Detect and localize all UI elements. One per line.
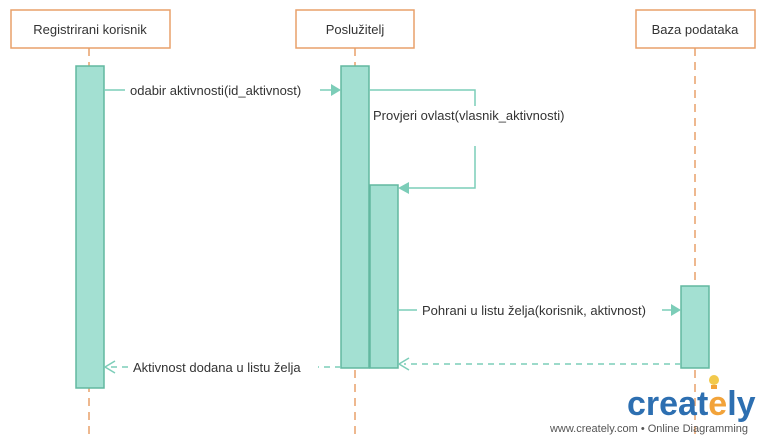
arrowhead-icon bbox=[331, 84, 341, 96]
return-message-aktivnost-dodana[interactable]: Aktivnost dodana u listu želja bbox=[103, 360, 341, 375]
message-provjeri-ovlast[interactable]: Provjeri ovlast(vlasnik_aktivnosti) bbox=[369, 89, 564, 194]
message-label: Pohrani u listu želja(korisnik, aktivnos… bbox=[422, 303, 646, 318]
participant-registrirani-korisnik[interactable]: Registrirani korisnik bbox=[10, 9, 171, 49]
participant-label: Poslužitelj bbox=[326, 22, 385, 37]
message-label: Provjeri ovlast(vlasnik_aktivnosti) bbox=[373, 108, 564, 123]
branding-tagline: www.creately.com • Online Diagramming bbox=[549, 423, 748, 435]
activation-registrirani-korisnik[interactable] bbox=[75, 65, 105, 389]
arrowhead-icon bbox=[671, 304, 681, 316]
svg-text:creately: creately bbox=[627, 385, 756, 423]
lightbulb-icon bbox=[709, 375, 719, 389]
message-pohrani-u-listu-zelja[interactable]: Pohrani u listu želja(korisnik, aktivnos… bbox=[398, 303, 681, 318]
participant-posluzitelj[interactable]: Poslužitelj bbox=[295, 9, 415, 49]
activation-posluzitelj-nested[interactable] bbox=[369, 184, 399, 369]
logo-text-e: e bbox=[708, 385, 727, 423]
creately-logo: creately bbox=[627, 375, 756, 423]
return-message-baza-to-posluzitelj[interactable] bbox=[397, 357, 681, 371]
participant-baza-podataka[interactable]: Baza podataka bbox=[635, 9, 756, 49]
logo-text-main: creat bbox=[627, 385, 708, 423]
open-arrowhead-icon bbox=[103, 360, 116, 374]
participant-label: Registrirani korisnik bbox=[33, 22, 147, 37]
activation-baza-podataka[interactable] bbox=[680, 285, 710, 369]
open-arrowhead-icon bbox=[397, 357, 410, 371]
message-label: Aktivnost dodana u listu želja bbox=[133, 360, 301, 375]
participant-label: Baza podataka bbox=[652, 22, 740, 37]
logo-text-ly: ly bbox=[727, 385, 755, 423]
message-odabir-aktivnosti[interactable]: odabir aktivnosti(id_aktivnost) bbox=[104, 83, 341, 98]
activation-posluzitelj[interactable] bbox=[340, 65, 370, 369]
message-label: odabir aktivnosti(id_aktivnost) bbox=[130, 83, 301, 98]
arrowhead-icon bbox=[398, 182, 409, 194]
